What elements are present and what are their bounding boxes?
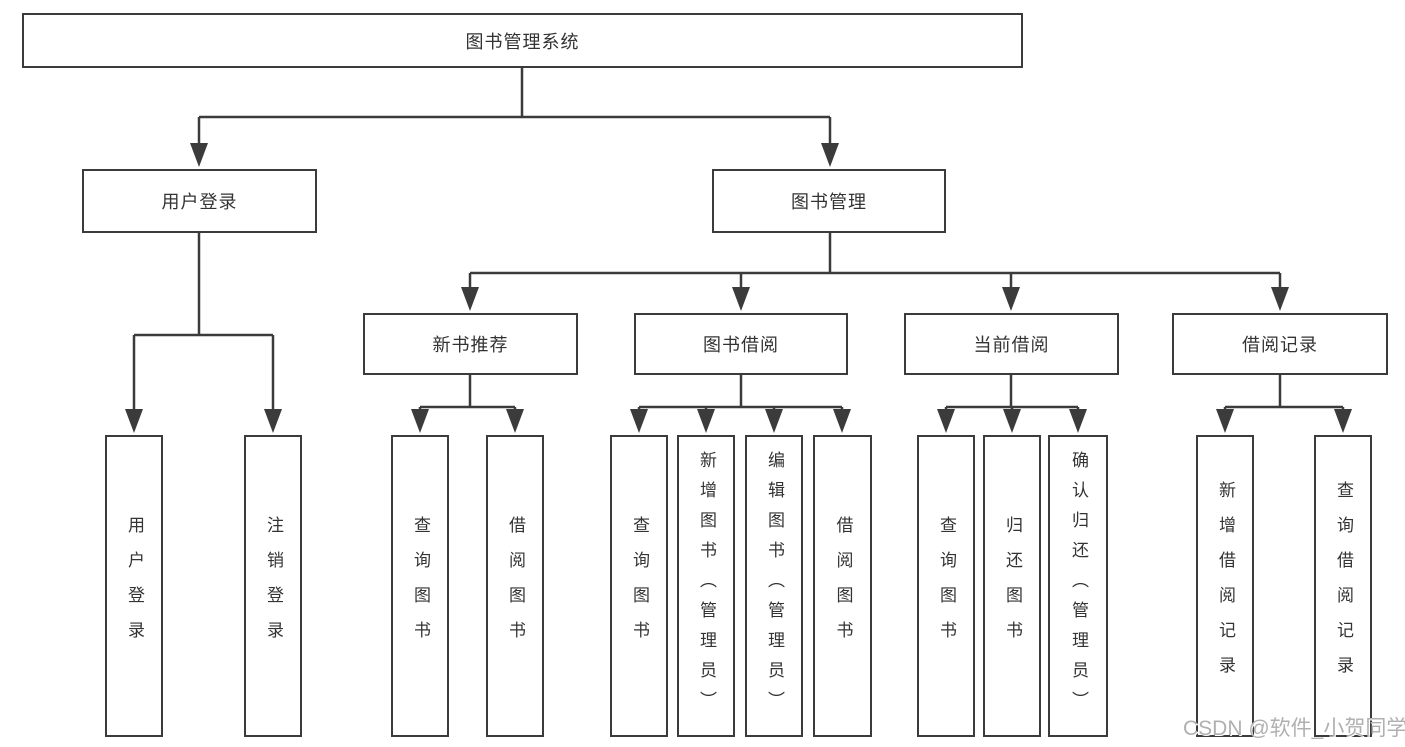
arrowhead-icon [833,409,851,433]
leaf-edit-books-admin: 编辑图书（管理员） [745,435,803,737]
leaf-label: 新增图书（管理员） [697,451,716,721]
arrowhead-icon [190,143,208,167]
node-user-login: 用户登录 [82,169,317,233]
arrowhead-icon [1003,409,1021,433]
arrowhead-icon [1216,409,1234,433]
leaf-label: 归还图书 [1003,516,1022,656]
arrowhead-icon [821,143,839,167]
leaf-query-borrow-record: 查询借阅记录 [1314,435,1372,737]
leaf-label: 查询图书 [937,516,956,656]
leaf-query-books-2: 查询图书 [610,435,668,737]
arrowhead-icon [506,409,524,433]
leaf-borrow-books-1: 借阅图书 [486,435,544,737]
leaf-confirm-return-admin: 确认归还（管理员） [1048,435,1108,737]
leaf-add-borrow-record: 新增借阅记录 [1196,435,1254,737]
leaf-query-books-1: 查询图书 [391,435,449,737]
connector-bookborrow-to-leaves [637,375,844,412]
connector-newbooks-to-leaves [418,375,517,412]
arrowhead-icon [411,409,429,433]
arrowhead-icon [1002,287,1020,311]
arrowhead-icon [697,409,715,433]
leaf-return-books: 归还图书 [983,435,1041,737]
connector-borrowrecords-to-leaves [1223,375,1345,412]
watermark: CSDN @软件_小贺同学 [1183,717,1405,740]
arrowhead-icon [1334,409,1352,433]
leaf-label: 借阅图书 [833,516,853,656]
leaf-label: 确认归还（管理员） [1069,451,1088,721]
node-current-borrow: 当前借阅 [904,313,1119,375]
node-new-book-recommend: 新书推荐 [363,313,578,375]
node-root: 图书管理系统 [22,13,1023,68]
leaf-user-login: 用户登录 [105,435,163,737]
leaf-label: 用户登录 [125,516,144,656]
leaf-label: 查询借阅记录 [1334,481,1353,691]
arrowhead-icon [264,409,282,433]
node-borrow-records: 借阅记录 [1172,313,1388,375]
arrowhead-icon [461,287,479,311]
node-book-management: 图书管理 [712,169,946,233]
arrowhead-icon [1069,409,1087,433]
leaf-label: 注销登录 [264,516,283,656]
connector-userlogin-to-leaves [132,233,275,411]
connector-currentborrow-to-leaves [944,375,1080,412]
arrowhead-icon [765,409,783,433]
arrowhead-icon [125,409,143,433]
arrowhead-icon [732,287,750,311]
leaf-label: 编辑图书（管理员） [765,451,784,721]
leaf-label: 查询图书 [630,516,649,656]
leaf-label: 查询图书 [411,516,430,656]
leaf-add-books-admin: 新增图书（管理员） [677,435,735,737]
arrowhead-icon [937,409,955,433]
node-book-borrow: 图书借阅 [634,313,848,375]
connector-bookmgmt-to-level3 [468,233,1282,289]
arrowhead-icon [630,409,648,433]
leaf-query-books-3: 查询图书 [917,435,975,737]
leaf-logout: 注销登录 [244,435,302,737]
leaf-borrow-books-2: 借阅图书 [813,435,872,737]
leaf-label: 新增借阅记录 [1216,481,1235,691]
leaf-label: 借阅图书 [506,516,525,656]
arrowhead-icon [1271,287,1289,311]
connector-root-to-level2 [197,68,832,146]
